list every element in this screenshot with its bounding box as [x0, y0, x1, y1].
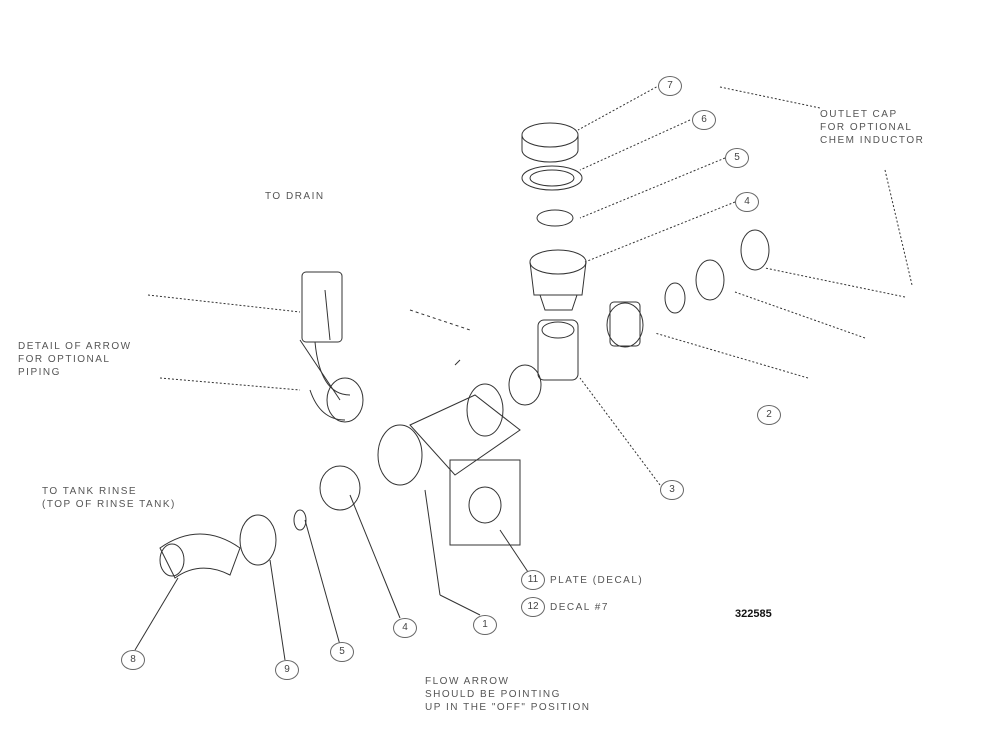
elbow-part — [301, 271, 343, 343]
fitting-part — [740, 229, 770, 271]
plate-part — [449, 459, 521, 546]
leader-line — [764, 267, 906, 298]
valve-part — [377, 424, 423, 486]
gasket-part — [529, 169, 575, 187]
note-flow-arrow: FLOW ARROW SHOULD BE POINTING UP IN THE … — [425, 676, 591, 713]
callout-3: 3 — [660, 480, 684, 500]
elbow-part — [326, 377, 364, 423]
leader-line — [734, 291, 866, 339]
callout-4b: 4 — [393, 618, 417, 638]
leader-line — [304, 519, 341, 646]
cap-part — [521, 135, 579, 163]
leader-line — [454, 359, 461, 366]
callout-9: 9 — [275, 660, 299, 680]
label-plate-decal: PLATE (DECAL) — [550, 575, 644, 586]
leader-line — [299, 339, 341, 401]
elbow-part — [314, 341, 351, 396]
figure-number: 322585 — [735, 608, 772, 620]
leader-line — [884, 169, 913, 286]
callout-1: 1 — [473, 615, 497, 635]
leader-line — [439, 594, 481, 616]
nut-part — [539, 294, 578, 311]
leader-line — [499, 529, 531, 576]
elbow-part — [309, 389, 346, 421]
callout-4: 4 — [735, 192, 759, 212]
elbow-part — [159, 543, 185, 577]
callout-7: 7 — [658, 76, 682, 96]
leader-line — [147, 294, 301, 313]
fitting-part — [606, 302, 644, 348]
leader-line — [654, 332, 809, 379]
leader-line — [349, 494, 401, 619]
plate-part — [468, 486, 502, 524]
leader-line — [577, 84, 661, 131]
leader-line — [324, 289, 331, 341]
fitting-part — [664, 282, 686, 314]
note-chem-inductor: OUTLET CAP FOR OPTIONAL CHEM INDUCTOR — [820, 109, 925, 146]
leader-line — [579, 119, 691, 171]
callout-11: 11 — [521, 570, 545, 590]
leader-line — [134, 577, 179, 651]
leader-line — [424, 489, 441, 596]
fitting-part — [319, 465, 361, 511]
fitting-part — [609, 301, 641, 347]
tee-part — [541, 321, 575, 339]
fitting-part — [293, 509, 307, 531]
leader-line — [159, 377, 301, 391]
tee-part — [537, 319, 579, 381]
nut-part — [529, 261, 587, 296]
callout-8: 8 — [121, 650, 145, 670]
valve-part — [409, 394, 521, 476]
leader-line — [579, 157, 726, 219]
note-tank-rinse: TO TANK RINSE (TOP OF RINSE TANK) — [42, 486, 176, 510]
leader-line — [269, 559, 286, 661]
gasket-part — [521, 165, 583, 191]
nut-part — [529, 249, 587, 275]
oring-part — [536, 209, 574, 227]
callout-6: 6 — [692, 110, 716, 130]
note-to-drain: TO DRAIN — [265, 191, 325, 202]
callout-5b: 5 — [330, 642, 354, 662]
valve-part — [466, 383, 504, 437]
leader-line — [719, 86, 821, 109]
cap-part — [521, 122, 579, 148]
callout-5: 5 — [725, 148, 749, 168]
note-detail: DETAIL OF ARROW FOR OPTIONAL PIPING — [18, 341, 132, 378]
fitting-part — [239, 514, 277, 566]
fitting-part — [695, 259, 725, 301]
callout-12: 12 — [521, 597, 545, 617]
callout-2: 2 — [757, 405, 781, 425]
valve-part — [508, 364, 542, 406]
leader-line — [584, 201, 736, 263]
label-decal: DECAL #7 — [550, 602, 609, 613]
leader-line — [409, 309, 471, 331]
leader-line — [579, 377, 661, 486]
elbow-part — [159, 533, 241, 579]
